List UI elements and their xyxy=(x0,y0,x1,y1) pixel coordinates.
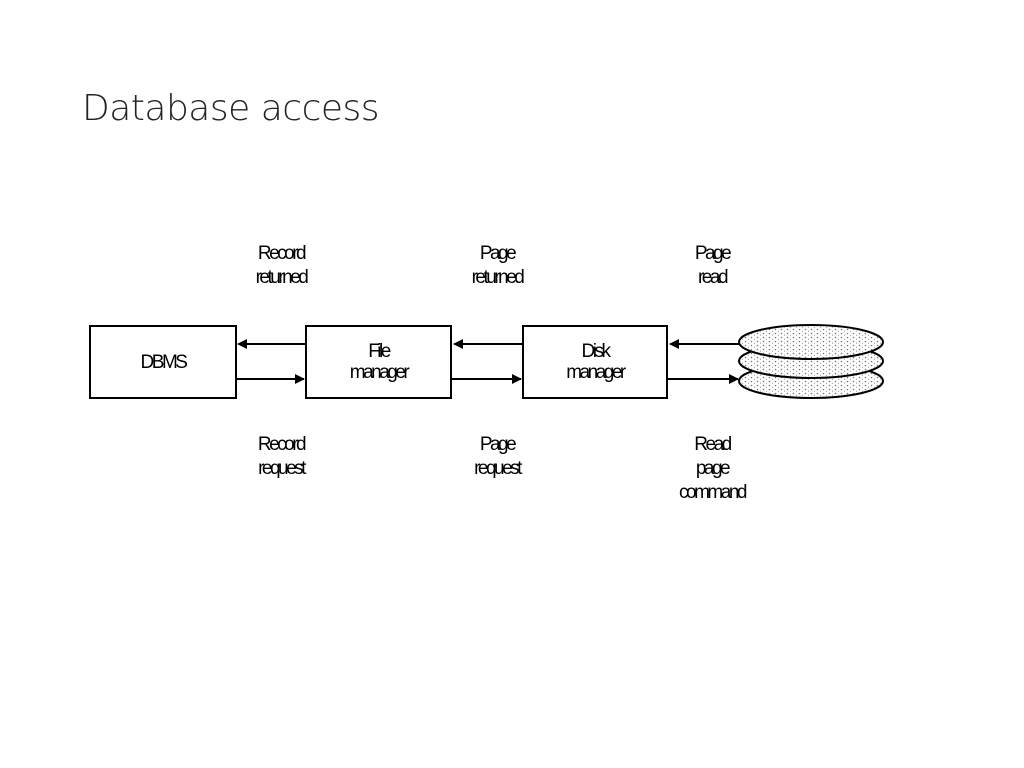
label-read-page-command: Read page command xyxy=(679,434,747,503)
label-page-returned: Page returned xyxy=(471,243,525,288)
label-page-read: Page read xyxy=(694,243,732,288)
dbms-box: DBMS xyxy=(89,325,237,399)
disk-manager-box: Disk manager xyxy=(522,325,668,399)
label-record-request: Record request xyxy=(257,434,307,479)
disk-manager-label: Disk manager xyxy=(566,341,626,383)
file-manager-box: File manager xyxy=(305,325,452,399)
label-page-request: Page request xyxy=(474,434,522,479)
dbms-label: DBMS xyxy=(140,351,188,373)
disk-stack-icon xyxy=(738,324,884,399)
slide-title: Database access xyxy=(82,88,380,129)
file-manager-label: File manager xyxy=(349,341,410,383)
label-record-returned: Record returned xyxy=(255,243,309,288)
